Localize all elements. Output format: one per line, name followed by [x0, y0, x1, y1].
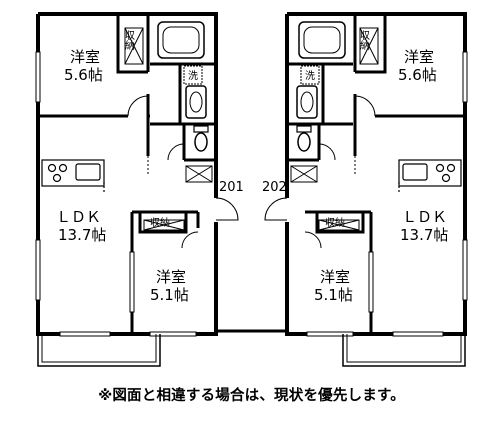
right-balcony — [342, 334, 466, 367]
right-entry-door-swing — [264, 197, 288, 221]
left-balcony — [37, 334, 161, 367]
right-room-bottom-name: 洋室 — [320, 268, 350, 286]
left-window — [35, 51, 41, 103]
right-room-top-name: 洋室 — [404, 48, 434, 66]
left-window — [149, 331, 197, 337]
right-toilet-icon — [297, 132, 311, 152]
right-window — [462, 239, 468, 301]
left-room-top-name: 洋室 — [70, 48, 100, 66]
right-shoe-cabinet-icon — [290, 165, 318, 183]
left-washroom-label: 洗 — [188, 70, 198, 82]
right-window — [306, 331, 354, 337]
right-unit-number: 202 — [262, 180, 287, 195]
left-room-bottom-name: 洋室 — [156, 268, 186, 286]
right-room-bottom-size: 5.1帖 — [314, 286, 353, 304]
left-window — [59, 331, 111, 337]
right-washroom-label: 洗 — [305, 70, 315, 82]
right-window — [392, 331, 444, 337]
right-hall-wall — [287, 122, 353, 160]
left-entry-door-swing — [215, 197, 239, 221]
left-toilet-door-swing — [167, 143, 185, 161]
right-ldk-size: 13.7帖 — [400, 226, 448, 244]
left-storage-wall — [116, 14, 148, 74]
floor-plan: 洋室 5.6帖 収納 洗 ＬＤＫ 13.7帖 収納 洋室 5.1帖 201 洋室… — [35, 12, 468, 367]
right-window — [368, 251, 374, 313]
left-room-bottom-size: 5.1帖 — [150, 286, 189, 304]
left-unit-outer-wall — [38, 12, 218, 198]
right-ldk-name: ＬＤＫ — [402, 208, 447, 226]
right-lower-room-door-swing — [304, 231, 322, 249]
right-storage-top-label: 収納 — [358, 30, 370, 51]
left-unit-outer-wall-lower — [36, 14, 218, 336]
left-window — [35, 239, 41, 301]
left-hall-wall — [150, 122, 216, 160]
right-washroom-box — [300, 65, 320, 85]
left-storage-mid-label: 収納 — [150, 216, 170, 229]
left-room-door-swing — [127, 95, 149, 117]
left-unit-number: 201 — [219, 180, 244, 195]
left-room-top-size: 5.6帖 — [64, 66, 103, 84]
left-kitchen-counter-icon — [41, 159, 105, 187]
right-room-door-swing — [354, 95, 376, 117]
right-storage-wall — [355, 14, 387, 74]
left-bathtub-icon — [157, 21, 205, 59]
left-lower-room-door-swing — [181, 231, 199, 249]
left-bath-wall — [150, 62, 216, 124]
left-storage-mid-wall — [138, 212, 188, 234]
right-bathtub-icon — [298, 21, 346, 59]
right-storage-mid-wall — [315, 212, 365, 234]
left-shoe-cabinet-icon — [185, 165, 213, 183]
left-window — [129, 251, 135, 313]
right-window — [462, 51, 468, 103]
left-toilet-icon — [194, 132, 208, 152]
right-room-top-size: 5.6帖 — [398, 66, 437, 84]
right-kitchen-counter-icon — [398, 159, 462, 187]
right-toilet-door-swing — [318, 143, 336, 161]
right-bath-wall — [287, 62, 353, 124]
right-washbasin-icon — [296, 85, 318, 119]
disclaimer-note: ※図面と相違する場合は、現状を優先します。 — [98, 388, 405, 404]
right-storage-mid-label: 収納 — [325, 216, 345, 229]
left-storage-top-label: 収納 — [123, 30, 135, 51]
left-ldk-size: 13.7帖 — [58, 226, 106, 244]
left-washbasin-icon — [185, 85, 207, 119]
left-ldk-name: ＬＤＫ — [56, 208, 101, 226]
left-washroom-box — [183, 65, 203, 85]
